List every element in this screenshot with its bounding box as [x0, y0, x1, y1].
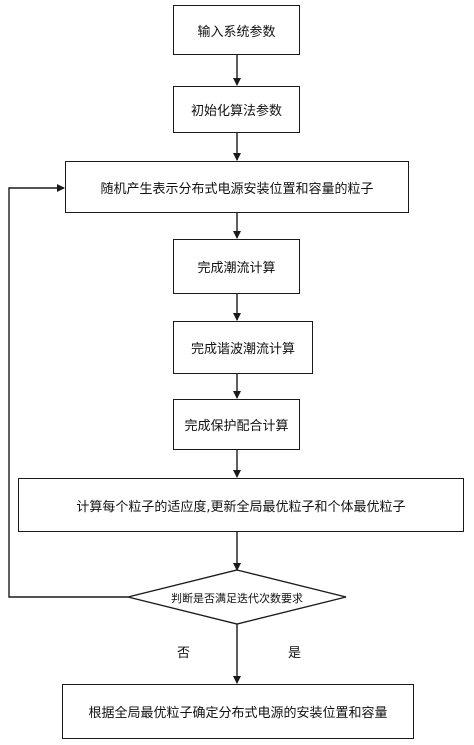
- step-fitness: 计算每个粒子的适应度,更新全局最优粒子和个体最优粒子: [18, 478, 464, 532]
- step-init-algorithm: 初始化算法参数: [173, 86, 300, 133]
- step-fitness-label: 计算每个粒子的适应度,更新全局最优粒子和个体最优粒子: [76, 499, 406, 515]
- step-protection: 完成保护配合计算: [173, 399, 300, 450]
- step-init-algorithm-label: 初始化算法参数: [190, 104, 282, 119]
- step-harmonic-flow-label: 完成谐波潮流计算: [190, 342, 295, 357]
- decision-label: 判断是否满足迭代次数要求: [171, 592, 303, 605]
- step-input-params: 输入系统参数: [173, 5, 300, 55]
- step-protection-label: 完成保护配合计算: [184, 419, 289, 434]
- step-generate-particles-label: 随机产生表示分布式电源安装位置和容量的粒子: [100, 181, 374, 197]
- yes-label: 是: [288, 646, 302, 661]
- decision-diamond: [127, 569, 347, 625]
- step-power-flow-label: 完成潮流计算: [197, 261, 276, 276]
- step-harmonic-flow: 完成谐波潮流计算: [173, 321, 313, 374]
- step-generate-particles: 随机产生表示分布式电源安装位置和容量的粒子: [65, 161, 409, 213]
- step-power-flow: 完成潮流计算: [173, 239, 300, 294]
- step-final-result-label: 根据全局最优粒子确定分布式电源的安装位置和容量: [88, 706, 388, 721]
- step-final-result: 根据全局最优粒子确定分布式电源的安装位置和容量: [62, 684, 414, 739]
- step-input-params-label: 输入系统参数: [197, 24, 276, 40]
- loop-back-arrow: [8, 184, 128, 598]
- no-label: 否: [177, 646, 191, 661]
